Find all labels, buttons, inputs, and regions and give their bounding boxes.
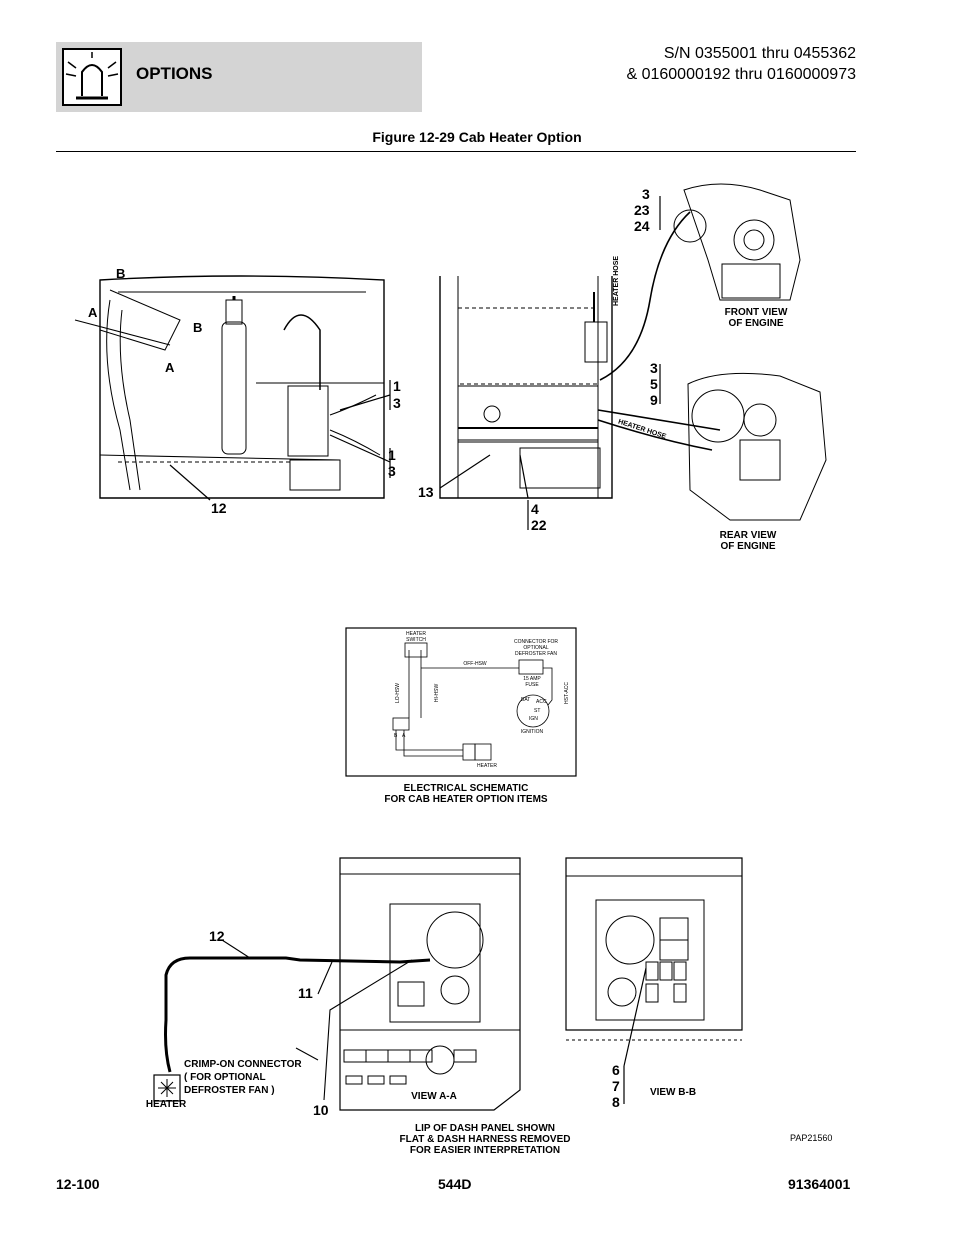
schematic-off-hsw: OFF-HSW — [463, 661, 487, 667]
section-title: OPTIONS — [136, 64, 213, 83]
header-rule — [56, 151, 856, 152]
schematic-wire-left: LO-HSW — [395, 683, 401, 703]
callout-b-right: B — [193, 320, 203, 335]
document-number: 91364001 — [788, 1176, 851, 1192]
schematic-conn-a: A — [402, 733, 406, 739]
callout-a-left: A — [88, 305, 98, 320]
page-number: 12-100 — [56, 1176, 100, 1192]
view-aa-label: VIEW A-A — [411, 1091, 457, 1102]
callout-7: 7 — [612, 1078, 620, 1094]
schematic-conn-b: B — [394, 733, 398, 739]
figure-title: Figure 12-29 Cab Heater Option — [372, 129, 582, 145]
schematic-heater-switch: HEATER SWITCH — [406, 631, 426, 643]
schematic-st: ST — [534, 708, 541, 714]
schematic-heater: HEATER — [477, 763, 497, 769]
rear-view-label: REAR VIEW OF ENGINE — [719, 530, 777, 552]
model-number: 544D — [438, 1176, 472, 1192]
schematic-ign: IGN — [529, 716, 538, 722]
serial-range: S/N 0355001 thru 0455362 & 0160000192 th… — [626, 43, 856, 85]
crimp-on-connector-label: CRIMP-ON CONNECTOR ( FOR OPTIONAL DEFROS… — [184, 1059, 302, 1096]
view-bb-label: VIEW B-B — [649, 1087, 697, 1098]
schematic-ignition: IGNITION — [520, 729, 544, 735]
callout-3-upper: 3 — [393, 395, 401, 411]
callout-3-lower: 3 — [388, 463, 396, 479]
callout-1-upper: 1 — [393, 378, 401, 394]
beacon-light-icon — [62, 48, 122, 106]
center-cab-view — [439, 276, 613, 499]
center-leaders — [439, 454, 529, 530]
callout-12-bottom: 12 — [209, 928, 225, 944]
serial-line-2: & 0160000192 thru 0160000973 — [626, 66, 856, 83]
schematic-box — [345, 627, 577, 777]
callout-12: 12 — [211, 500, 227, 516]
schematic-hst-acc: HST-ACC — [563, 682, 570, 704]
callout-23: 23 — [634, 202, 650, 218]
callout-6: 6 — [612, 1062, 620, 1078]
callout-3-front: 3 — [642, 186, 650, 202]
callout-8: 8 — [612, 1094, 620, 1110]
schematic-connector: CONNECTOR FOR OPTIONAL DEFROSTER FAN — [513, 639, 559, 657]
schematic-fuse: 15 AMP FUSE — [523, 676, 541, 688]
heater-fan-box — [153, 1074, 181, 1102]
callout-1-lower: 1 — [388, 447, 396, 463]
callout-a-bottom: A — [165, 360, 175, 375]
heater-label: HEATER — [145, 1099, 187, 1110]
left-cab-view — [74, 275, 385, 499]
callout-13: 13 — [418, 484, 434, 500]
callout-11: 11 — [298, 985, 313, 1001]
schematic-caption: ELECTRICAL SCHEMATIC FOR CAB HEATER OPTI… — [384, 783, 548, 805]
callout-10: 10 — [313, 1102, 329, 1118]
callout-4: 4 — [531, 501, 539, 517]
callout-b-top: B — [116, 266, 126, 281]
view-aa — [339, 857, 521, 1111]
rear-engine — [659, 364, 827, 521]
front-view-label: FRONT VIEW OF ENGINE — [724, 307, 788, 329]
reference-code: PAP21560 — [790, 1133, 833, 1143]
lip-note: LIP OF DASH PANEL SHOWN FLAT & DASH HARN… — [399, 1123, 571, 1156]
callout-3-rear: 3 — [650, 360, 658, 376]
front-engine — [659, 183, 801, 301]
bottom-leaders — [221, 939, 413, 1101]
view-bb — [565, 857, 743, 1041]
view-bb-leaders — [623, 967, 647, 1104]
schematic-bat: BAT — [521, 697, 531, 703]
left-leaders — [169, 380, 391, 501]
callout-24: 24 — [634, 218, 650, 234]
heater-harness — [164, 956, 431, 1073]
callout-22: 22 — [531, 517, 547, 533]
heater-hose-label-vertical: HEATER HOSE — [613, 255, 620, 306]
callout-5: 5 — [650, 376, 658, 392]
schematic-wire-right: HI-HSW — [434, 683, 441, 703]
serial-line-1: S/N 0355001 thru 0455362 — [663, 45, 856, 62]
schematic-acc: ACC — [536, 699, 547, 705]
callout-9: 9 — [650, 392, 658, 408]
heater-hoses — [597, 211, 721, 451]
